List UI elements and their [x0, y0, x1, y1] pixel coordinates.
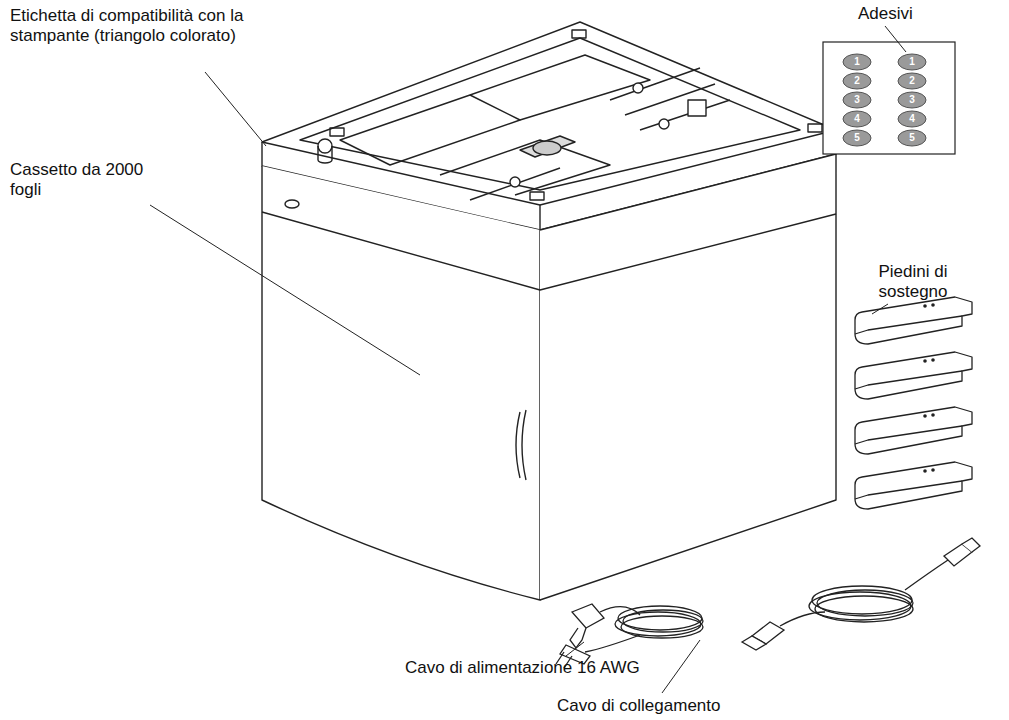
support-foot: [855, 407, 972, 454]
cabinet-side: [540, 154, 836, 600]
leader-line: [150, 205, 420, 375]
sticker-number: 2: [898, 74, 926, 88]
cable-connector: [742, 636, 766, 650]
cable-cord: [905, 560, 948, 590]
rail-slot: [610, 68, 730, 130]
alignment-pin: [659, 119, 669, 129]
sticker: [843, 73, 871, 89]
feed-roller: [533, 141, 561, 155]
tray-guide: [340, 95, 520, 165]
foot-mark: [931, 468, 935, 472]
sticker: [898, 54, 926, 70]
callout-label: Cassetto da 2000 fogli: [10, 160, 160, 200]
support-foot-edge: [855, 481, 962, 499]
sticker-number: 1: [843, 55, 871, 69]
sticker: [843, 111, 871, 127]
rail-slot: [470, 168, 560, 200]
sticker-number: 4: [843, 112, 871, 126]
alignment-pin: [510, 177, 520, 187]
sticker: [898, 73, 926, 89]
paper-tray-cabinet: [262, 22, 836, 600]
foot-mark: [931, 358, 935, 362]
cable-cord: [585, 635, 640, 652]
alignment-pin: [318, 139, 332, 153]
support-foot: [855, 462, 972, 509]
link-cable: [742, 538, 980, 650]
alignment-pin: [633, 83, 643, 93]
sticker-sheet-frame: [823, 42, 955, 154]
sticker: [898, 111, 926, 127]
sticker-number: 3: [898, 93, 926, 107]
top-inner-frame: [300, 38, 800, 190]
cable-connector: [962, 538, 980, 552]
leader-line: [662, 640, 700, 693]
corner-socket: [330, 128, 344, 136]
sticker: [843, 92, 871, 108]
corner-socket: [530, 192, 544, 200]
leader-lines: [150, 26, 906, 693]
callout-label: Piedini di sostegno: [858, 262, 968, 302]
foot-mark: [923, 304, 927, 308]
callout-label: Etichetta di compatibilità con la stampa…: [10, 6, 255, 46]
sticker-number: 5: [898, 131, 926, 145]
feed-roller: [520, 136, 575, 157]
sticker-number: 1: [898, 55, 926, 69]
support-foot-edge: [855, 426, 962, 444]
leader-line: [885, 26, 906, 52]
power-plug-female: [570, 628, 586, 648]
cable-coil: [815, 596, 913, 622]
corner-socket: [808, 124, 822, 132]
tray-guide: [470, 55, 650, 120]
support-foot-edge: [855, 316, 962, 334]
sticker: [898, 92, 926, 108]
sticker-sheet: [823, 42, 955, 154]
alignment-pin: [318, 146, 332, 163]
callout-label: Cavo di collegamento: [557, 696, 720, 716]
sticker: [843, 54, 871, 70]
cabinet-front: [262, 166, 540, 600]
leader-line: [872, 304, 888, 314]
sticker-number: 5: [843, 131, 871, 145]
support-foot: [855, 297, 972, 344]
sticker: [898, 130, 926, 146]
lock: [285, 200, 299, 208]
sticker-number: 4: [898, 112, 926, 126]
foot-mark: [931, 303, 935, 307]
sticker-number: 3: [843, 93, 871, 107]
power-plug-female: [572, 604, 604, 628]
support-feet: [855, 297, 972, 509]
cabinet-edge: [539, 205, 540, 230]
foot-mark: [923, 414, 927, 418]
foot-mark: [931, 413, 935, 417]
cable-coil: [621, 616, 703, 638]
callout-label: Cavo di alimentazione 16 AWG: [405, 658, 640, 678]
foot-mark: [923, 359, 927, 363]
support-foot-edge: [855, 371, 962, 389]
drawer-seam: [262, 212, 836, 290]
leader-line: [566, 642, 584, 656]
foot-mark: [923, 469, 927, 473]
callout-label: Adesivi: [858, 4, 913, 24]
drawer-handle: [516, 410, 526, 480]
sticker: [843, 130, 871, 146]
connector-block: [688, 100, 706, 116]
support-foot: [855, 352, 972, 399]
sticker-number: 2: [843, 74, 871, 88]
leader-line: [205, 72, 266, 146]
corner-socket: [572, 30, 586, 38]
